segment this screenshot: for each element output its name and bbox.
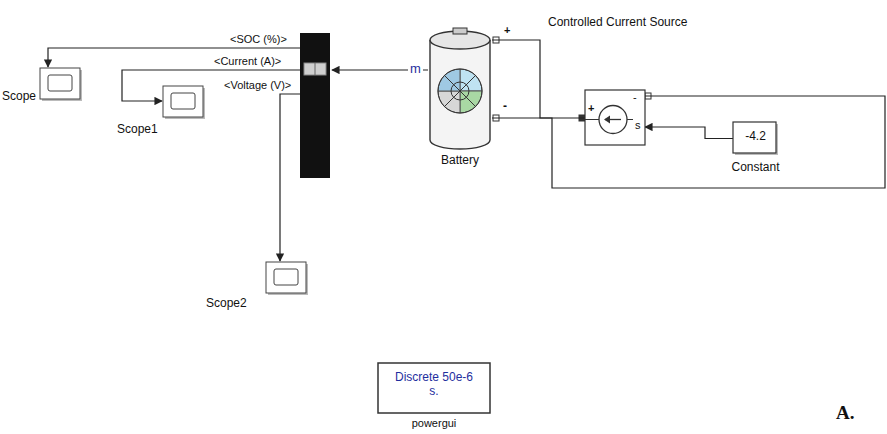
block-label: Discrete 50e-6 s. bbox=[394, 371, 474, 399]
battery-block: Battery bbox=[428, 28, 492, 150]
signal-name: <Current (A)> bbox=[212, 55, 283, 68]
block-label: Scope1 bbox=[117, 123, 177, 137]
figure-letter: A. bbox=[836, 402, 854, 424]
port-label: s bbox=[635, 119, 643, 132]
scope-shape bbox=[266, 262, 308, 295]
power-wire bbox=[492, 40, 585, 118]
scope-block: Scope bbox=[40, 68, 82, 101]
current-source-block: Controlled Current Source+-s bbox=[585, 90, 645, 145]
block-label: Scope2 bbox=[206, 297, 266, 311]
power-wire bbox=[492, 96, 885, 188]
powergui-block: Discrete 50e-6 s.powergui bbox=[378, 363, 490, 413]
scope-shape bbox=[163, 86, 205, 119]
soc-wire bbox=[48, 48, 300, 67]
port-label: Constant bbox=[723, 161, 788, 175]
port-label: powergui bbox=[384, 417, 484, 430]
port-label: - bbox=[503, 100, 507, 114]
port-label: - bbox=[633, 91, 643, 104]
constant-block: -4.2Constant bbox=[733, 122, 778, 155]
bus-port bbox=[304, 63, 326, 75]
current-wire bbox=[122, 70, 300, 101]
scope-block: Scope2 bbox=[266, 262, 308, 295]
bus-selector bbox=[300, 33, 330, 178]
battery-shape bbox=[428, 28, 492, 150]
port-label: m bbox=[408, 62, 423, 77]
block-label: Controlled Current Source bbox=[548, 16, 718, 30]
voltage-wire bbox=[280, 94, 300, 261]
signal-wire bbox=[645, 127, 733, 139]
port-label: + bbox=[588, 102, 598, 115]
signal-name: <Voltage (V)> bbox=[222, 79, 293, 92]
block-label: Battery bbox=[428, 154, 492, 168]
signal-name: <SOC (%)> bbox=[228, 33, 289, 46]
block-label: -4.2 bbox=[733, 130, 778, 144]
bus-port-mark bbox=[315, 63, 316, 75]
port-label: + bbox=[504, 24, 510, 37]
scope-block: Scope1 bbox=[163, 86, 205, 119]
block-label: Scope bbox=[0, 90, 36, 104]
scope-shape bbox=[40, 68, 82, 101]
